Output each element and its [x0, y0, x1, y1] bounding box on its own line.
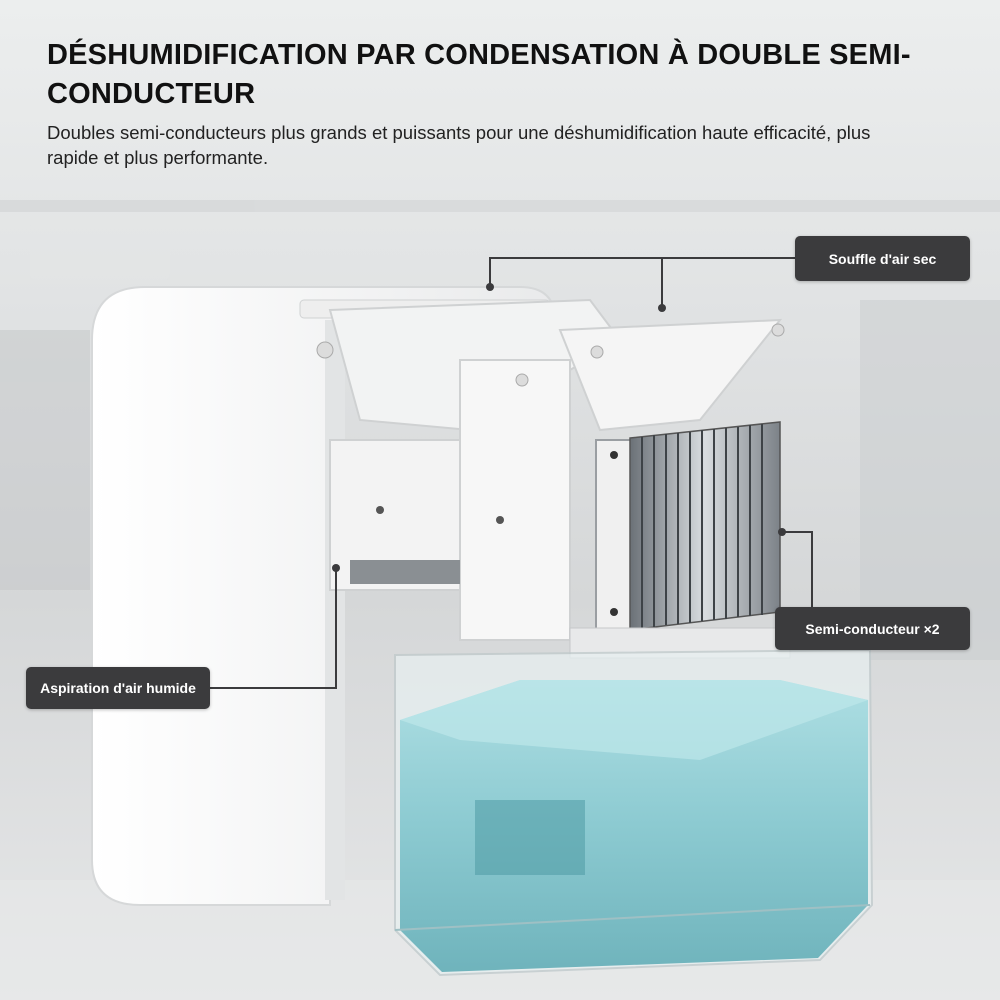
water-tank [394, 648, 874, 977]
internal-air-duct [316, 298, 785, 641]
heatsink-semiconductor [569, 421, 791, 659]
callout-semiconductor: Semi-conducteur ×2 [775, 607, 970, 650]
callout-humid-air: Aspiration d'air humide [26, 667, 210, 709]
callout-connector-dots [332, 283, 786, 572]
callout-connector-lines [210, 257, 813, 689]
headline-subtitle: Doubles semi-conducteurs plus grands et … [47, 122, 871, 168]
callout-dry-air: Souffle d'air sec [795, 236, 970, 281]
headline-title: DÉSHUMIDIFICATION PAR CONDENSATION À DOU… [47, 39, 911, 110]
